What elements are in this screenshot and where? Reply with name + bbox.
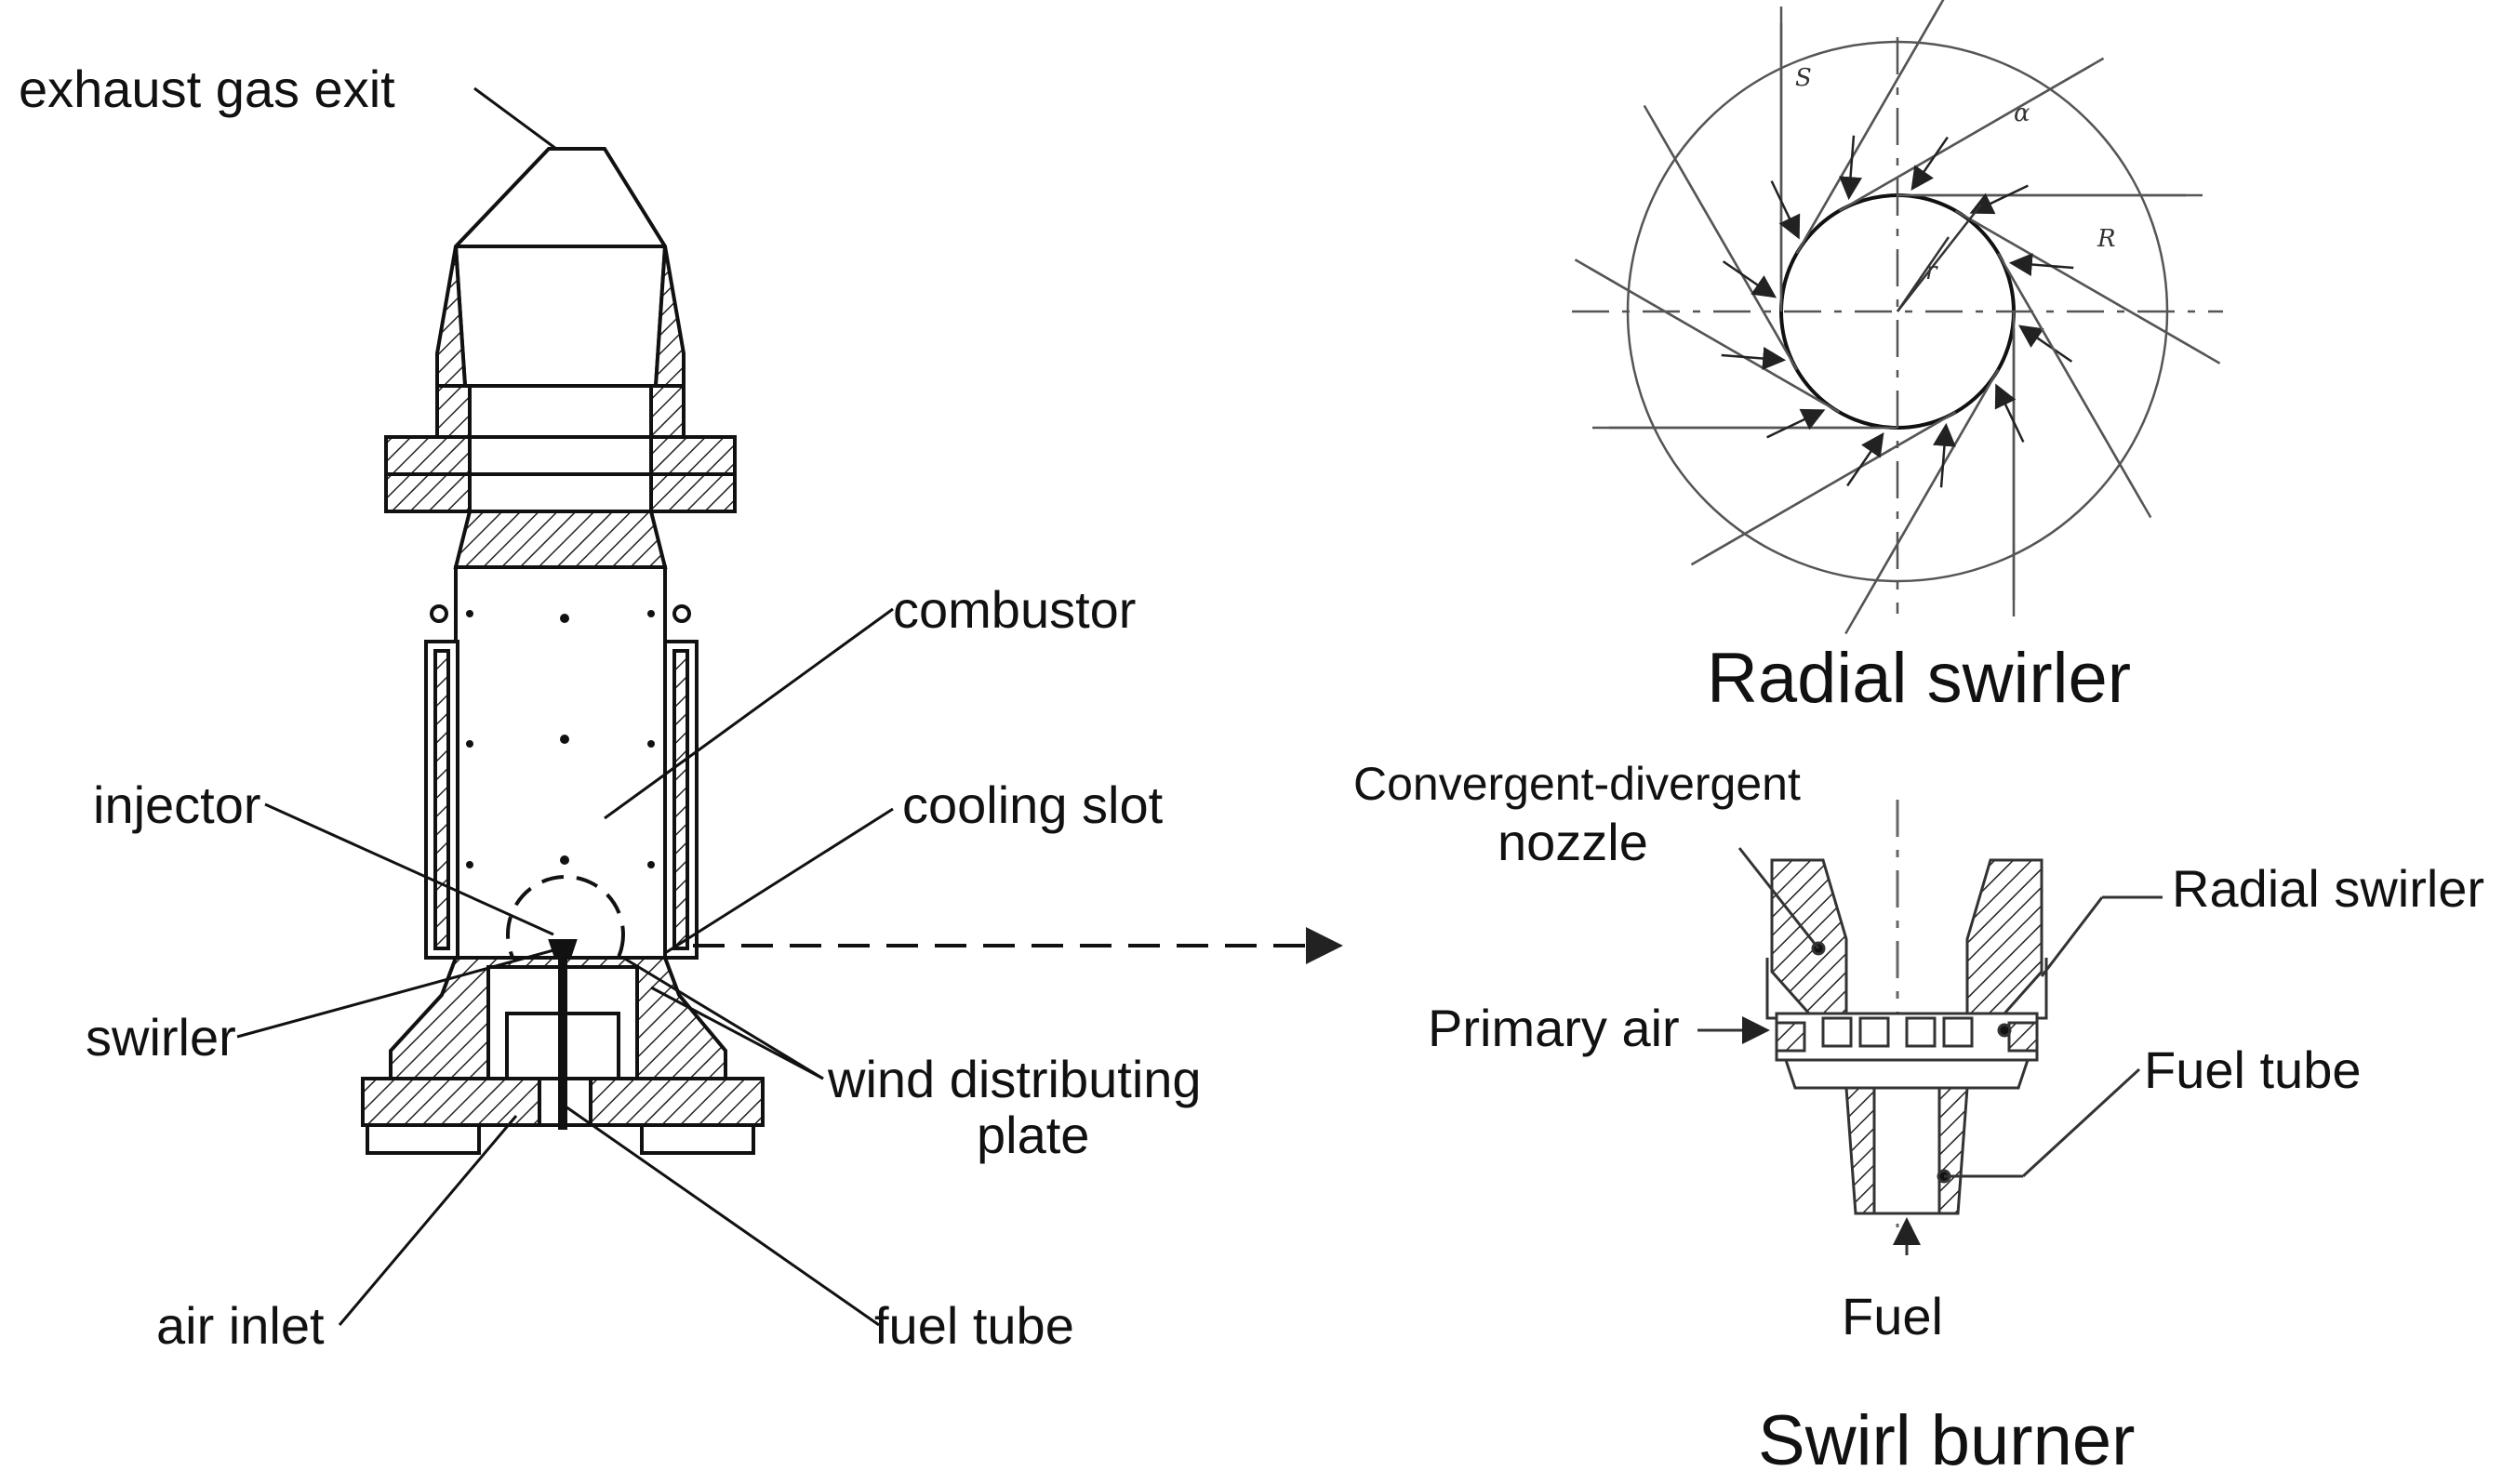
flow-arrow [2017,325,2073,363]
flow-arrow [1846,431,1884,487]
vane-line [1804,0,1945,240]
flow-arrow [1722,260,1777,298]
dim-alpha: α [2014,99,2030,127]
burner-fuel-tube-label: Fuel tube [2144,1040,2362,1099]
radial-swirler-drawing [1572,0,2223,635]
swirler-vanes [1574,0,2221,635]
flow-arrow [1969,184,2029,215]
flow-arrow [2008,253,2074,276]
combustor-label: combustor [893,580,1136,639]
flow-arrow [1910,136,1949,192]
vane-line [1844,383,1991,635]
vane-line [2005,267,2152,519]
flow-arrow [1770,180,1801,240]
radial-swirler-title: Radial swirler [1707,639,2131,718]
exhaust-gas-exit-label: exhaust gas exit [19,60,395,118]
cooling-slot-label: cooling slot [902,775,1164,834]
swirl-burner-drawing [1697,800,2163,1255]
combustor-base [361,939,765,1155]
dim-R: R [2097,225,2116,253]
vane-line [1643,104,1790,356]
burner-radial-swirler-label: Radial swirler [2172,859,2484,918]
upper-flange [384,384,737,569]
flow-arrow [1994,383,2025,443]
air-inlet-label: air inlet [156,1296,325,1355]
flow-arrow [1766,408,1826,439]
swirl-burner-title: Swirl burner [1758,1401,2135,1479]
vane-line [1853,57,2105,204]
fuel-label: Fuel [1842,1287,1943,1345]
combustor-body [424,565,699,960]
nozzle-label-line2: nozzle [1498,813,1648,871]
flow-arrow [1839,135,1862,201]
dim-s: S [1795,64,1812,92]
vane-line [1574,258,1826,405]
wind-distributing-label: wind distributing [827,1050,1202,1108]
dim-r: r [1925,258,1938,285]
swirler-label: swirler [86,1008,236,1067]
vane-line [1690,419,1942,566]
nozzle-label-line1: Convergent-divergent [1353,758,1801,810]
primary-air-label: Primary air [1428,999,1680,1057]
combustor-holes [466,610,655,868]
leader-lines [236,86,894,1327]
exhaust-cone [435,147,686,388]
injector-label: injector [93,775,261,834]
fuel-tube-label: fuel tube [874,1296,1074,1355]
flow-arrow [1933,422,1956,488]
combustor-drawing [236,86,1343,1327]
flow-arrow [1721,347,1787,370]
vane-line [1969,218,2221,364]
plate-label: plate [977,1106,1089,1164]
